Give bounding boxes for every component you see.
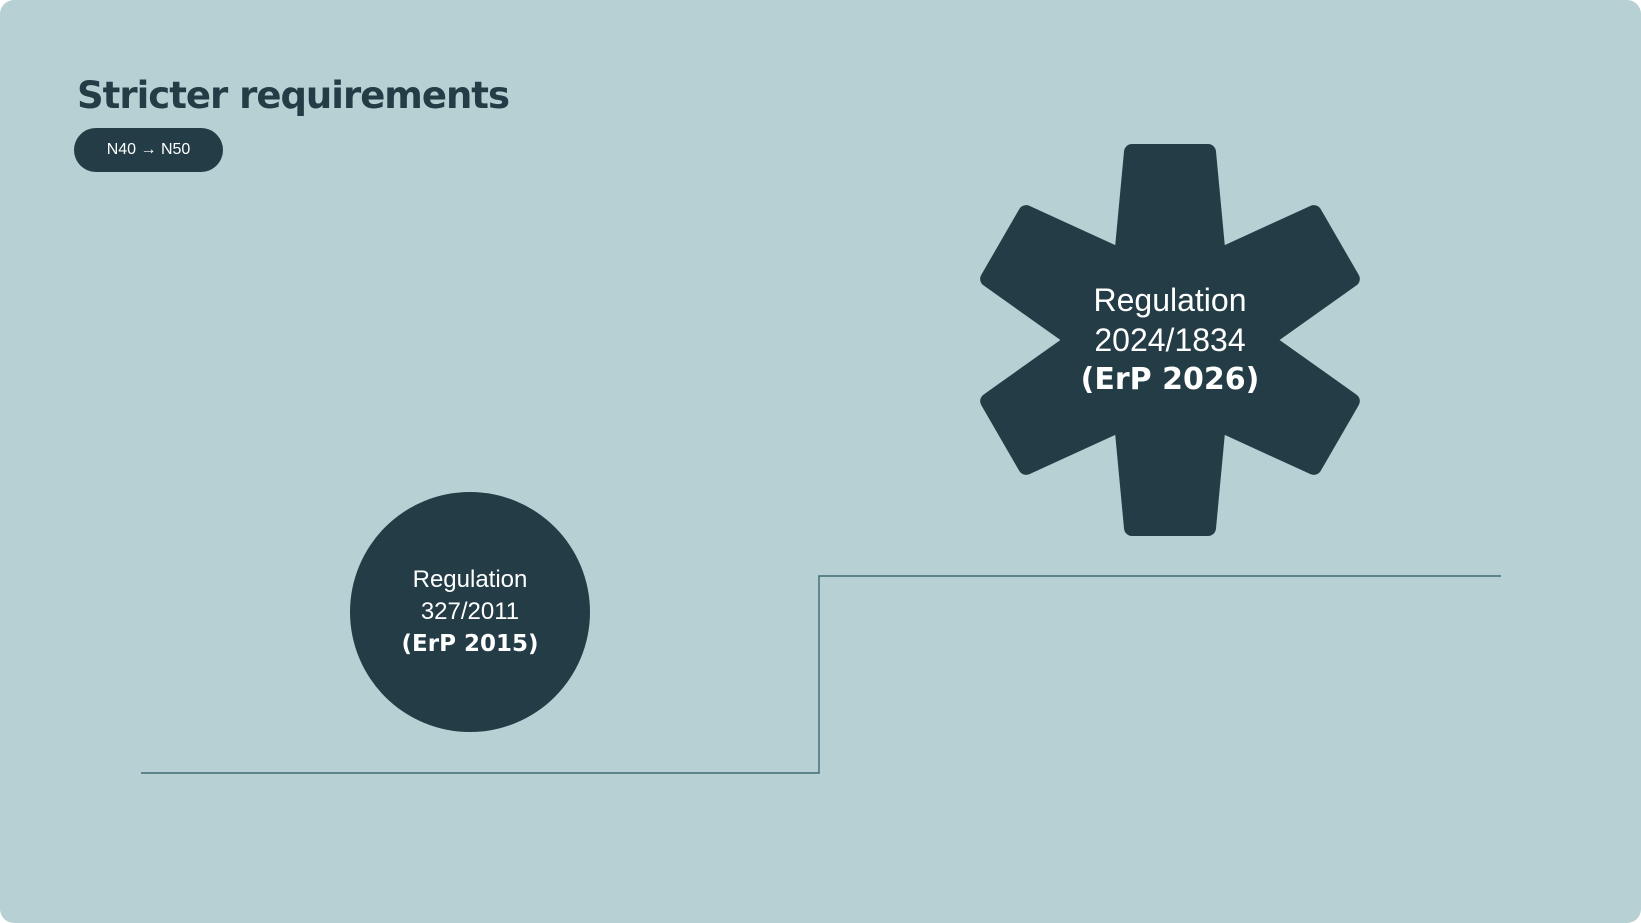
regulation-2026-line2: 2024/1834 [1094,322,1246,358]
slide-title: Stricter requirements [77,74,510,117]
regulation-2026-star [980,144,1360,536]
regulation-2026-line3: (ErP 2026) [1080,362,1260,397]
regulation-2026-label: Regulation 2024/1834 (ErP 2026) [1069,280,1271,400]
regulation-2015-line1: Regulation [412,566,528,593]
requirement-badge: N40 → N50 [74,128,223,172]
regulation-2015-line3: (ErP 2015) [401,631,539,657]
regulation-2015-label: Regulation 327/2011 (ErP 2015) [370,564,570,660]
regulation-2015-line2: 327/2011 [420,598,520,625]
regulation-2015-circle [350,492,590,732]
step-line [141,575,1501,774]
regulation-2026-line1: Regulation [1093,282,1247,318]
